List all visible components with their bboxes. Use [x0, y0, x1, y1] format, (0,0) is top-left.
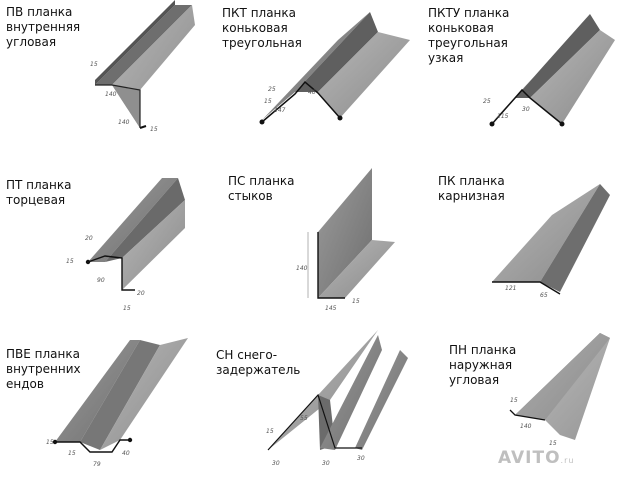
label-pk: ПК планка карнизная — [438, 174, 505, 203]
watermark-suffix: .ru — [560, 456, 575, 465]
dim-pve-4: 40 — [122, 450, 130, 457]
dim-pkt-3: 147 — [274, 107, 286, 114]
dim-pt-2: 15 — [66, 258, 74, 265]
dim-pt-3: 90 — [97, 277, 105, 284]
dim-pt-5: 15 — [123, 305, 131, 312]
profile-sn: 15 55 30 30 30 — [266, 330, 408, 467]
dim-pv-3: 140 — [118, 119, 130, 126]
dim-pktu-1: 25 — [483, 98, 491, 105]
dim-pve-3: 79 — [93, 461, 101, 468]
watermark-brand: AVITO — [498, 448, 561, 468]
dim-sn-3: 30 — [272, 460, 280, 467]
dim-pve-1: 15 — [46, 439, 54, 446]
dim-ps-3: 15 — [352, 298, 360, 305]
dim-sn-5: 30 — [357, 455, 365, 462]
dim-sn-1: 15 — [266, 428, 274, 435]
profile-pk: 121 65 — [492, 184, 610, 299]
dim-sn-4: 30 — [322, 460, 330, 467]
dim-pktu-3: 115 — [497, 113, 509, 120]
label-pt: ПТ планка торцевая — [6, 178, 72, 207]
profile-pkt: 25 40 147 15 — [259, 12, 410, 125]
profile-pt: 20 15 90 20 15 — [66, 178, 185, 312]
dim-pve-2: 15 — [68, 450, 76, 457]
dim-pkt-1: 25 — [268, 86, 276, 93]
label-pn: ПН планка наружная угловая — [449, 343, 517, 387]
profile-pktu: 25 30 115 — [483, 14, 615, 127]
dim-pv-1: 15 — [90, 61, 98, 68]
dim-sn-2: 55 — [300, 415, 308, 422]
label-pkt: ПКТ планка коньковая треугольная — [222, 6, 302, 50]
dim-ps-1: 140 — [296, 265, 308, 272]
dim-pn-2: 140 — [520, 423, 532, 430]
watermark-avito: AVITO.ru — [498, 448, 574, 468]
dim-pt-1: 20 — [85, 235, 93, 242]
dim-pk-2: 65 — [540, 292, 548, 299]
label-ps: ПС планка стыков — [228, 174, 295, 203]
dim-pkt-4: 15 — [264, 98, 272, 105]
dim-pn-3: 15 — [549, 440, 557, 447]
label-pktu: ПКТУ планка коньковая треугольная узкая — [428, 6, 510, 65]
dim-pv-2: 140 — [105, 91, 117, 98]
label-pv: ПВ планка внутренняя угловая — [6, 5, 81, 49]
label-sn: СН снего- задержатель — [216, 348, 301, 377]
dim-pktu-2: 30 — [522, 106, 530, 113]
dim-ps-2: 145 — [325, 305, 337, 312]
profile-pv: 15 140 140 15 — [90, 0, 195, 133]
dim-pn-1: 15 — [510, 397, 518, 404]
profile-ps: 140 145 15 — [296, 168, 395, 312]
dim-pt-4: 20 — [137, 290, 145, 297]
dim-pv-4: 15 — [150, 126, 158, 133]
dim-pk-1: 121 — [505, 285, 516, 292]
profile-pn: 15 140 15 — [509, 333, 610, 447]
profile-pve: 15 15 79 40 — [46, 338, 188, 468]
dim-pkt-2: 40 — [308, 89, 316, 96]
label-pve: ПВЕ планка внутренних ендов — [6, 347, 81, 391]
